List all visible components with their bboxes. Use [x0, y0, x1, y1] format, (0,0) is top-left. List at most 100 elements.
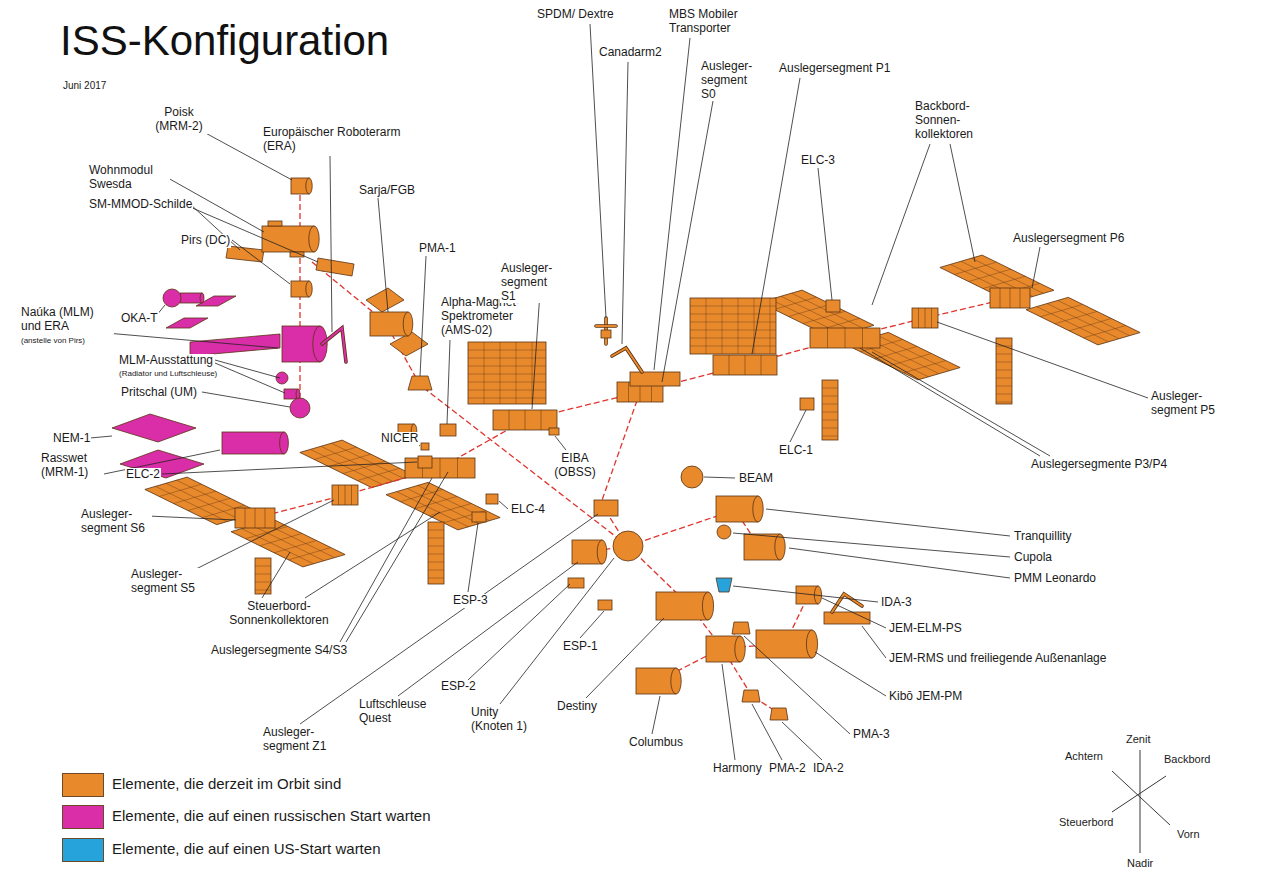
- nicer-instrument: [421, 443, 429, 450]
- callout-label: IDA-2: [812, 762, 845, 776]
- ams-detector: [440, 424, 456, 436]
- radiator-grid: [690, 338, 776, 339]
- beam-module: [681, 466, 703, 488]
- truss-detail: [925, 308, 926, 328]
- truss-segment: [235, 508, 275, 528]
- docking-axis: [299, 186, 300, 410]
- solar-array-grid: [159, 484, 201, 496]
- radiator-grid: [484, 342, 485, 404]
- truss-segment: [713, 355, 777, 375]
- callout-label: (Radiator und Luftschleuse): [118, 369, 218, 378]
- callout-label: Steuerbord- Sonnenkollektoren: [222, 600, 336, 628]
- radiator-grid: [255, 566, 271, 567]
- callout-label: Harmony: [712, 762, 763, 776]
- oka-t-module: [180, 293, 202, 303]
- leader-line: [590, 24, 606, 318]
- harmony-node: [735, 636, 745, 662]
- dextre-robot: [601, 330, 611, 338]
- solar-array-grid: [242, 529, 314, 564]
- solar-array-grid: [155, 486, 227, 521]
- leader-line: [704, 477, 735, 478]
- leader-line: [500, 558, 614, 704]
- leader-line: [733, 586, 878, 602]
- leader-line: [822, 598, 886, 628]
- leader-line: [215, 360, 280, 378]
- radiator: [255, 558, 271, 594]
- mlm-airlock: [296, 389, 300, 399]
- kibo-module: [806, 630, 817, 658]
- leader-line: [447, 340, 450, 424]
- radiator-grid: [428, 570, 444, 571]
- leader-line: [580, 611, 604, 638]
- radiator-grid: [822, 428, 838, 429]
- callout-label: SM-MMOD-Schilde: [88, 198, 193, 212]
- callout-label: Ausleger- segment S0: [700, 60, 764, 101]
- leader-line: [937, 322, 1148, 398]
- radiator-grid: [822, 396, 838, 397]
- radiator-grid: [428, 530, 444, 531]
- leader-line: [722, 664, 735, 760]
- legend-text: Elemente, die auf einen russischen Start…: [112, 807, 431, 825]
- stowage-platform: [598, 600, 612, 610]
- radiator: [690, 298, 776, 354]
- pma-adapter: [742, 690, 760, 702]
- radiator-grid: [996, 362, 1012, 363]
- kibo-module: [756, 630, 812, 658]
- radiator-grid: [468, 366, 546, 367]
- radiator-grid: [822, 412, 838, 413]
- docking-adapter: [716, 578, 732, 592]
- docking-axes: [255, 186, 1010, 714]
- direction-label: Vorn: [1176, 828, 1201, 841]
- truss-detail: [525, 410, 526, 430]
- solar-array-grid: [415, 496, 457, 508]
- leader-line: [202, 392, 290, 407]
- callout-label: ESP-3: [452, 594, 489, 608]
- callout-label: PMM Leonardo: [1013, 572, 1097, 586]
- truss-detail: [245, 508, 246, 528]
- tranquility-node: [753, 496, 763, 522]
- callout-label: Sarja/FGB: [358, 184, 416, 198]
- truss-detail: [338, 485, 339, 505]
- leader-line: [262, 552, 290, 598]
- callout-label: Auslegersegmente P3/P4: [1030, 458, 1168, 472]
- leader-line: [532, 292, 540, 409]
- docking-axis: [255, 298, 1010, 518]
- logistics-carrier: [800, 398, 814, 410]
- legend-text: Elemente, die auf einen US-Start warten: [112, 840, 380, 858]
- solar-array-grid: [407, 489, 479, 524]
- exposed-facility: [824, 612, 870, 624]
- radiator-grid: [532, 342, 533, 404]
- pmm-module: [775, 534, 785, 560]
- leader-line: [330, 156, 332, 332]
- leader-line: [555, 436, 566, 450]
- radiator-grid: [770, 298, 771, 354]
- radiator-grid: [255, 574, 271, 575]
- callout-label: EIBA (OBSS): [548, 452, 602, 480]
- oka-t-module: [200, 293, 204, 303]
- leader-lines: [72, 24, 1148, 760]
- direction-label: Backbord: [1163, 753, 1211, 766]
- logistics-carrier: [826, 300, 840, 312]
- leader-line: [744, 636, 850, 734]
- truss-detail: [745, 355, 746, 375]
- truss-detail: [509, 410, 510, 430]
- radiator-grid: [738, 298, 739, 354]
- leader-line: [232, 240, 290, 284]
- leader-line: [662, 90, 715, 382]
- leader-line: [346, 472, 448, 642]
- nauka-solar-array: [190, 334, 280, 356]
- truss-detail: [931, 308, 932, 328]
- radiator-grid: [255, 590, 271, 591]
- leader-line: [950, 144, 975, 262]
- radiator-grid: [822, 436, 838, 437]
- radiator-grid: [468, 358, 546, 359]
- leader-line: [872, 352, 1050, 456]
- era-arm: [322, 328, 346, 362]
- truss-detail: [761, 355, 762, 375]
- callout-label: SPDM/ Dextre: [536, 8, 615, 22]
- solar-array-grid: [166, 483, 238, 518]
- radiator-grid: [428, 578, 444, 579]
- callout-label: PMA-2: [768, 762, 807, 776]
- radiator-grid: [255, 582, 271, 583]
- leader-line: [818, 168, 832, 300]
